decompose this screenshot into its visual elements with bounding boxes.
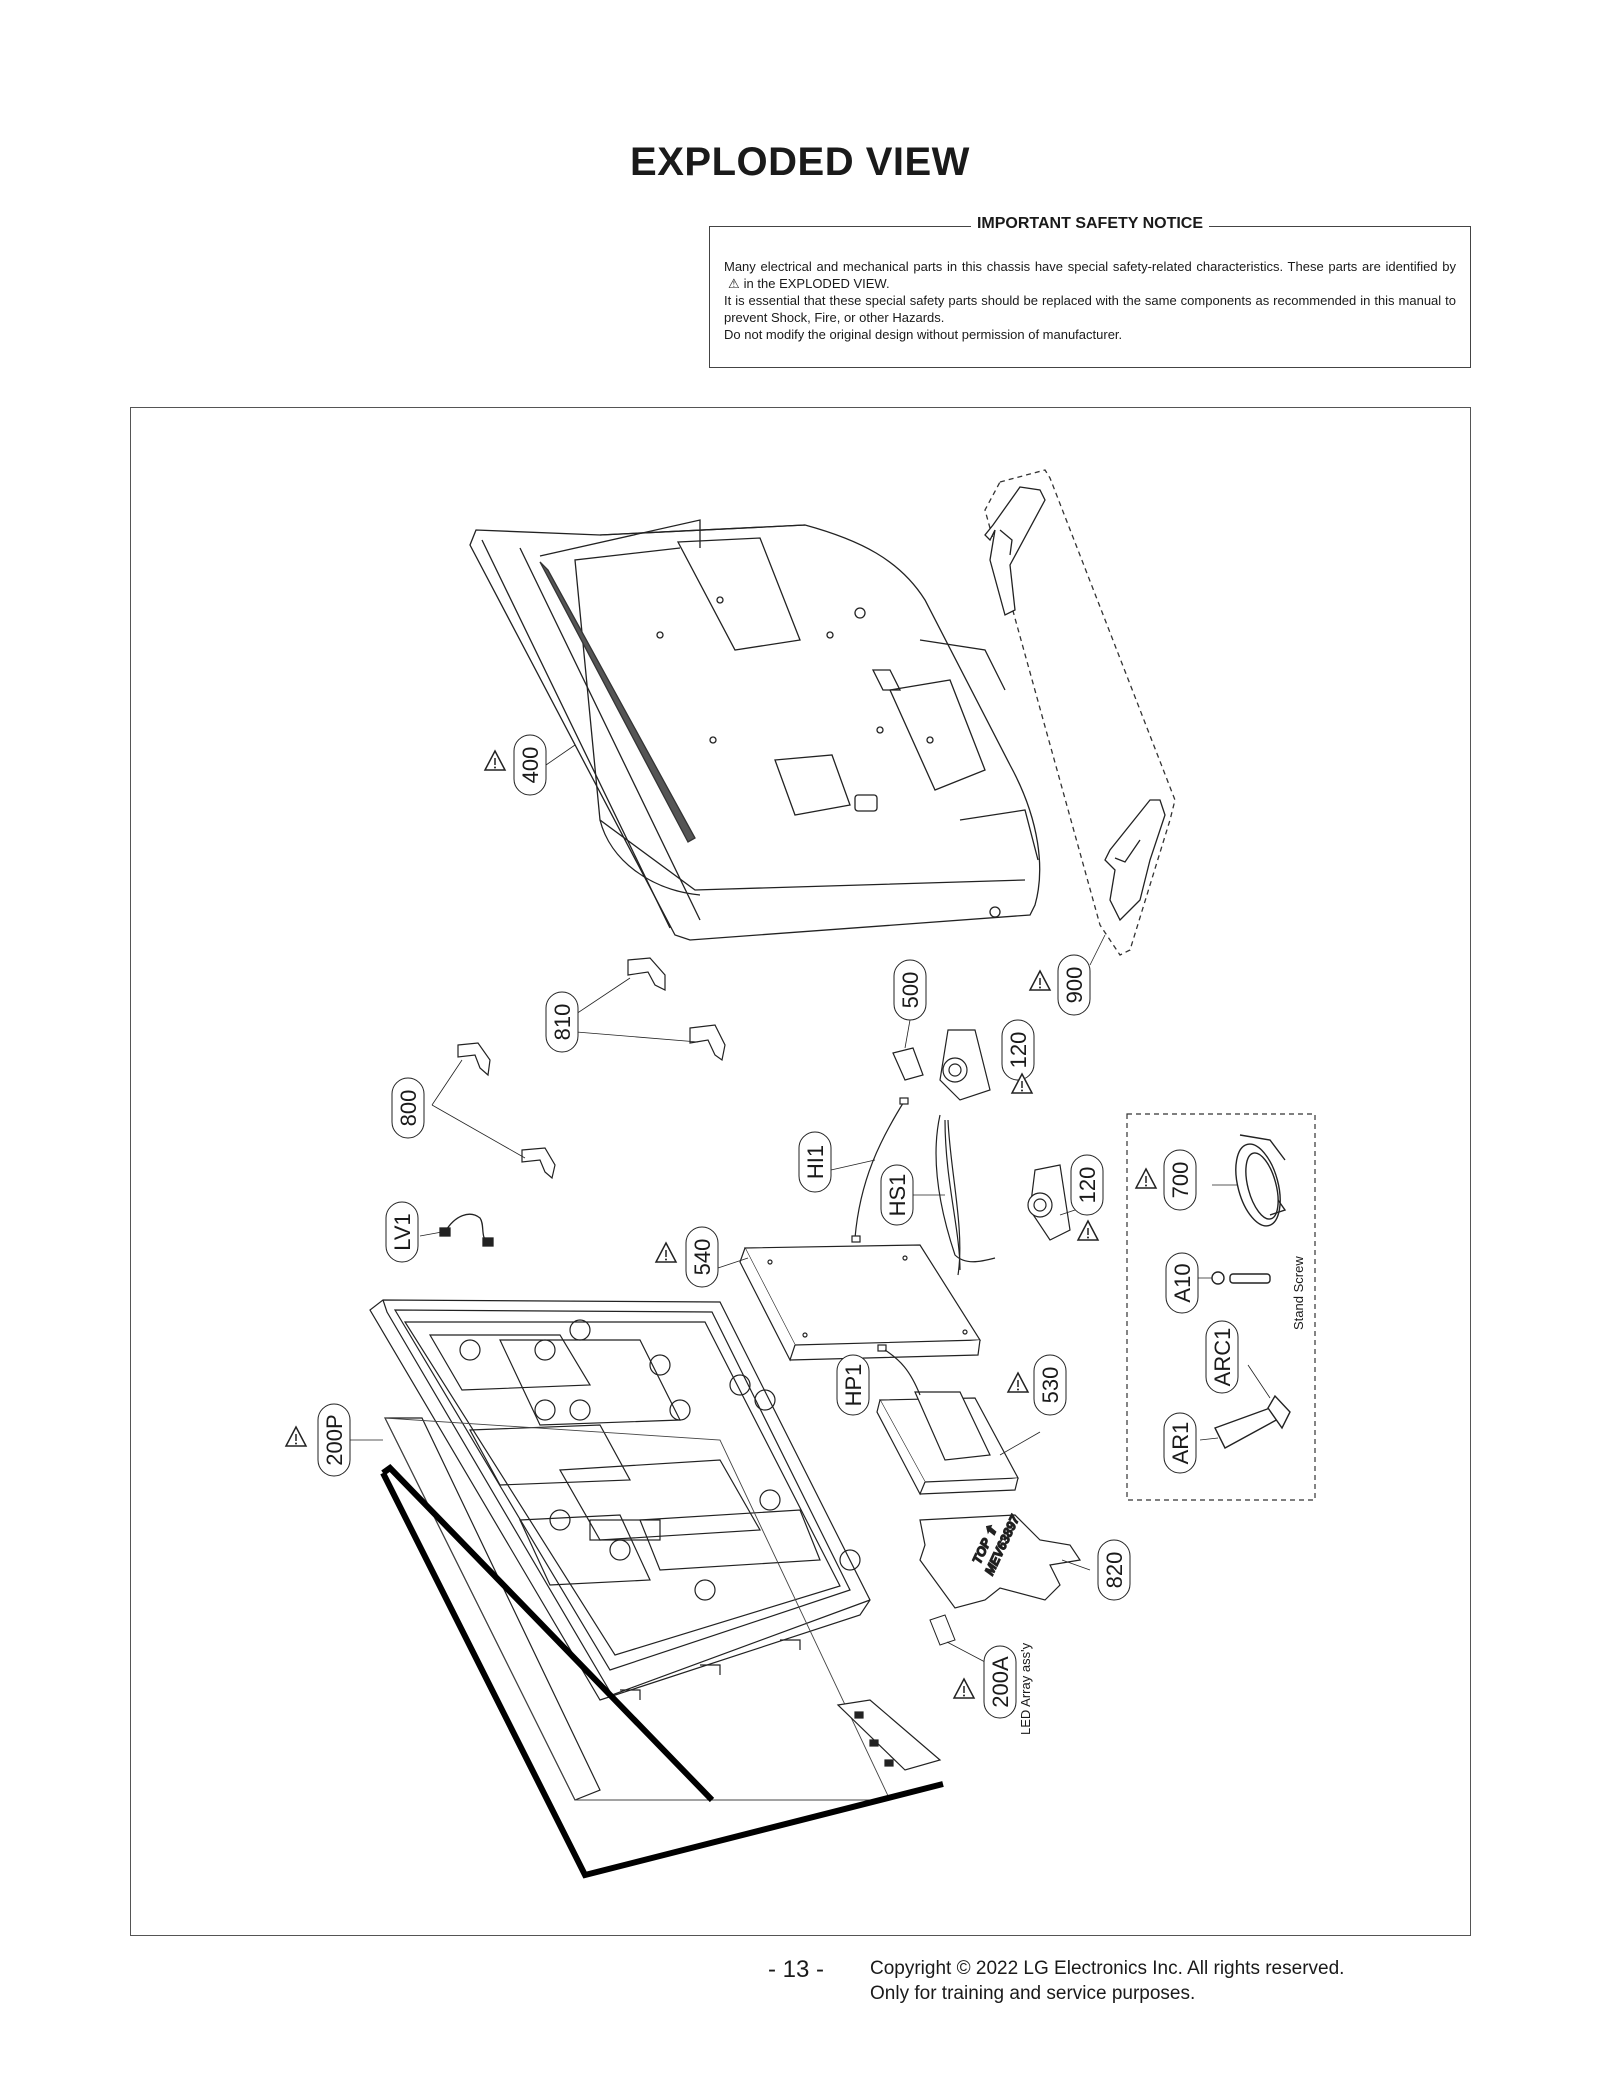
svg-text:120: 120 [1075,1167,1100,1204]
callout-hp1: HP1 [836,1354,870,1416]
notice-line2: It is essential that these special safet… [724,293,1456,325]
svg-text:820: 820 [1102,1552,1127,1589]
svg-text:HS1: HS1 [885,1174,910,1217]
notice-line1b: in the EXPLODED VIEW. [743,276,890,291]
safety-notice-title: IMPORTANT SAFETY NOTICE [970,215,1210,232]
copyright-line1: Copyright © 2022 LG Electronics Inc. All… [870,1958,1345,1979]
page-title: EXPLODED VIEW [630,140,970,184]
page-number: - 13 - [768,1956,825,1983]
svg-text:200A: 200A [988,1656,1013,1708]
svg-text:540: 540 [690,1239,715,1276]
label-sheet-part: TOP ⇧ MEV63897 [919,1512,1091,1609]
svg-text:LV1: LV1 [390,1213,415,1251]
led-array-label: LED Array ass'y [1018,1642,1033,1735]
led-array-part [929,1614,986,1663]
svg-text:HI1: HI1 [803,1145,828,1179]
accessory-box [1126,1113,1316,1501]
callout-arc1: ARC1 [1205,1320,1239,1394]
callout-820: 820 [1097,1539,1131,1601]
speaker-parts [851,1029,1071,1276]
callouts: 400 900 810 500 120 800 [285,734,1306,1735]
warning-triangle-icon [953,1678,975,1699]
callout-hs1: HS1 [880,1164,914,1226]
callout-120-upper: 120 [1001,1019,1035,1081]
chassis-frame-part [369,1299,871,1701]
svg-text:400: 400 [518,747,543,784]
callout-800: 800 [391,1077,425,1139]
power-board-part [876,1349,1041,1496]
callout-540: 540 [685,1226,719,1288]
callout-lv1: LV1 [385,1201,419,1263]
notice-line1a: Many electrical and mechanical parts in … [724,259,1456,274]
warning-triangle-icon [1029,970,1051,991]
lv1-cable [419,1213,494,1247]
warning-triangle-icon [655,1242,677,1263]
svg-text:200P: 200P [322,1414,347,1465]
callout-400: 400 [513,734,547,796]
safety-notice-body: Many electrical and mechanical parts in … [724,258,1456,343]
callout-900: 900 [1057,954,1091,1016]
warning-triangle-icon [1007,1372,1029,1393]
callout-530: 530 [1033,1354,1067,1416]
callout-hi1: HI1 [798,1131,832,1193]
warning-triangle-icon [1077,1220,1099,1241]
svg-text:500: 500 [898,972,923,1009]
svg-text:HP1: HP1 [841,1364,866,1407]
svg-text:AR1: AR1 [1168,1422,1193,1465]
warning-triangle-icon [1135,1168,1157,1189]
callout-700: 700 [1163,1149,1197,1211]
notice-line3: Do not modify the original design withou… [724,327,1123,342]
callout-500: 500 [893,959,927,1021]
warning-triangle-icon: ⚠ [728,276,740,291]
safety-notice-box: IMPORTANT SAFETY NOTICE Many electrical … [709,215,1471,368]
svg-text:800: 800 [396,1090,421,1127]
svg-text:A10: A10 [1170,1263,1195,1302]
stand-screw-label: Stand Screw [1291,1256,1306,1330]
callout-120-lower: 120 [1070,1154,1104,1216]
warning-triangle-icon [285,1426,307,1447]
callout-810: 810 [545,991,579,1053]
svg-text:900: 900 [1062,967,1087,1004]
bracket-parts [431,957,726,1180]
accessory-parts [1192,1134,1291,1449]
callout-a10: A10 [1165,1252,1199,1314]
svg-text:120: 120 [1006,1032,1031,1069]
copyright-line2: Only for training and service purposes. [870,1983,1196,2004]
svg-text:700: 700 [1168,1162,1193,1199]
diagram-frame [130,407,1471,1936]
stand-part [984,469,1176,956]
callout-200p: 200P [317,1403,351,1477]
main-board-part [717,1244,982,1362]
svg-text:ARC1: ARC1 [1210,1328,1235,1387]
copyright: Copyright © 2022 LG Electronics Inc. All… [870,1956,1344,2006]
warning-triangle-icon [484,750,506,771]
svg-text:530: 530 [1038,1367,1063,1404]
callout-ar1: AR1 [1163,1412,1197,1474]
svg-text:810: 810 [550,1004,575,1041]
callout-200a: 200A [983,1645,1017,1719]
back-cover-part [469,519,1041,941]
panel-part [350,1417,944,1879]
